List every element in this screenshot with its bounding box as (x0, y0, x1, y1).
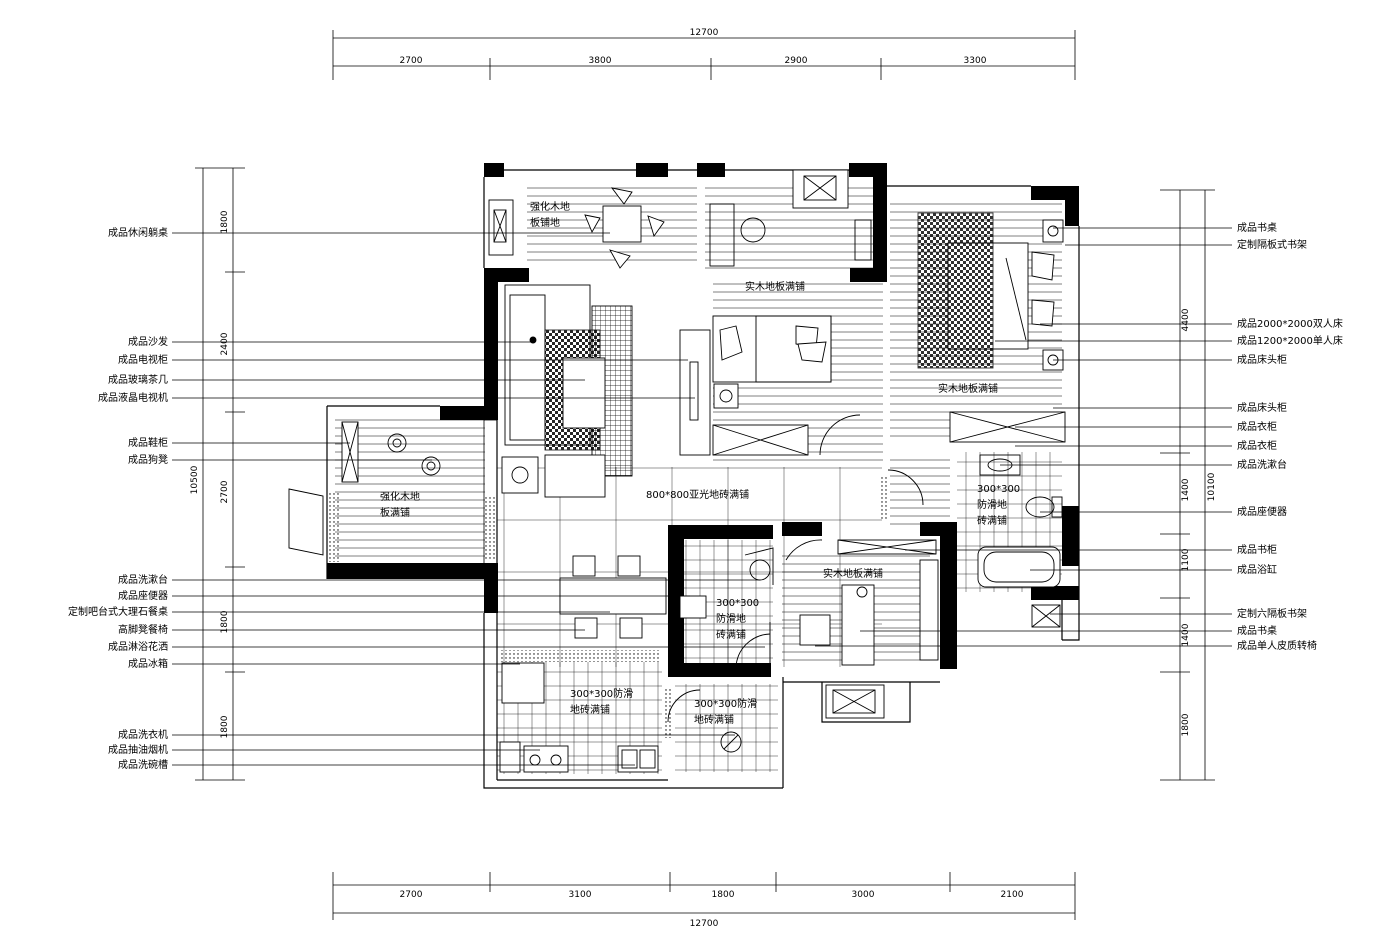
room-master-bath-label: 砖满铺 (977, 514, 1007, 527)
room-study-label: 实木地板满铺 (823, 567, 883, 580)
right-dimensions: 4400 1400 1100 1400 1800 10100 (1160, 189, 1217, 781)
room-master-bath-label: 300*300 (977, 484, 1020, 495)
dim-bottom-seg: 3100 (569, 890, 592, 900)
dim-left-seg: 1800 (220, 610, 230, 633)
callout-left: 成品鞋柜 (128, 436, 168, 449)
right-callouts: 成品书桌 定制隔板式书架 成品2000*2000双人床 成品1200*2000单… (815, 221, 1343, 652)
room-bath2-label: 防滑地 (716, 612, 746, 625)
dim-right-seg: 1800 (1181, 713, 1191, 736)
dim-top-total: 12700 (690, 28, 719, 38)
callout-left: 成品抽油烟机 (108, 743, 168, 756)
walls (326, 163, 1080, 789)
callout-left: 成品沙发 (128, 335, 168, 348)
room-master-label: 实木地板满铺 (938, 382, 998, 395)
dim-left-seg: 2400 (220, 332, 230, 355)
room-bath2-label: 300*300 (716, 598, 759, 609)
dim-right-seg: 4400 (1181, 308, 1191, 331)
top-dimensions: 12700 2700 3800 2900 3300 (332, 28, 1076, 80)
dim-right-seg: 1400 (1181, 623, 1191, 646)
room-balcony-label: 强化木地 (530, 200, 570, 213)
dim-bottom-total: 12700 (690, 919, 719, 929)
dim-top-seg: 3300 (964, 56, 987, 66)
room-bedroom2-label: 实木地板满铺 (745, 280, 805, 293)
dim-left-seg: 1800 (220, 715, 230, 738)
callout-right: 成品浴缸 (1237, 563, 1277, 576)
callout-right: 成品床头柜 (1237, 353, 1287, 366)
dim-top-seg: 2900 (785, 56, 808, 66)
room-kitchen-label: 地砖满铺 (570, 703, 610, 716)
callout-left: 成品电视柜 (118, 353, 168, 366)
callout-left: 成品冰箱 (128, 657, 168, 670)
room-entry-label: 强化木地 (380, 490, 420, 503)
callout-right: 成品书桌 (1237, 221, 1277, 234)
callout-left: 成品洗漱台 (118, 573, 168, 586)
room-laundry-label: 地砖满铺 (694, 713, 734, 726)
dim-bottom-seg: 3000 (852, 890, 875, 900)
dim-bottom-seg: 1800 (712, 890, 735, 900)
callout-right: 成品衣柜 (1237, 439, 1277, 452)
dim-top-seg: 2700 (400, 56, 423, 66)
callout-left: 成品玻璃茶几 (108, 373, 168, 386)
callout-right: 成品单人皮质转椅 (1237, 639, 1317, 652)
callout-right: 定制隔板式书架 (1237, 238, 1307, 251)
dim-left-seg: 1800 (220, 210, 230, 233)
callout-left: 成品液晶电视机 (98, 391, 168, 404)
dim-bottom-seg: 2100 (1001, 890, 1024, 900)
callout-right: 成品书桌 (1237, 624, 1277, 637)
callout-right: 成品座便器 (1237, 505, 1287, 518)
dim-right-seg: 1400 (1181, 478, 1191, 501)
room-master-bath-label: 防滑地 (977, 498, 1007, 511)
callout-right: 成品衣柜 (1237, 420, 1277, 433)
furniture (288, 169, 1066, 773)
dim-bottom-seg: 2700 (400, 890, 423, 900)
callout-left: 成品休闲躺桌 (108, 226, 168, 239)
callout-right: 成品洗漱台 (1237, 458, 1287, 471)
callout-right: 成品2000*2000双人床 (1237, 317, 1343, 330)
callout-left: 成品洗衣机 (118, 728, 168, 741)
left-callouts: 成品休闲躺桌 成品沙发 成品电视柜 成品玻璃茶几 成品液晶电视机 成品鞋柜 成品… (68, 226, 765, 771)
callout-right: 成品床头柜 (1237, 401, 1287, 414)
room-living-label: 800*800亚光地砖满铺 (646, 488, 749, 501)
callout-left: 高脚凳餐椅 (118, 623, 168, 636)
callout-left: 成品淋浴花洒 (108, 640, 168, 653)
dim-left-seg: 2700 (220, 480, 230, 503)
callout-left: 成品洗碗槽 (118, 758, 168, 771)
room-entry-label: 板满铺 (380, 506, 410, 519)
callout-left: 定制吧台式大理石餐桌 (68, 605, 168, 618)
room-bath2-label: 砖满铺 (716, 628, 746, 641)
dim-right-seg: 1100 (1181, 548, 1191, 571)
callout-right: 成品1200*2000单人床 (1237, 334, 1343, 347)
dim-left-total: 10500 (190, 465, 200, 494)
dim-right-total: 10100 (1207, 472, 1217, 501)
callout-left: 成品座便器 (118, 589, 168, 602)
dim-top-seg: 3800 (589, 56, 612, 66)
callout-right: 定制六隔板书架 (1237, 607, 1307, 620)
callout-right: 成品书柜 (1237, 543, 1277, 556)
left-dimensions: 10500 1800 2400 2700 1800 1800 (190, 167, 245, 781)
callout-left: 成品狗凳 (128, 453, 168, 466)
room-kitchen-label: 300*300防滑 (570, 687, 633, 700)
room-balcony-label: 板铺地 (530, 216, 560, 229)
room-laundry-label: 300*300防滑 (694, 697, 757, 710)
room-labels: 强化木地 板铺地 实木地板满铺 实木地板满铺 800*800亚光地砖满铺 强化木… (380, 200, 1020, 726)
bottom-dimensions: 2700 3100 1800 3000 2100 12700 (332, 872, 1076, 929)
